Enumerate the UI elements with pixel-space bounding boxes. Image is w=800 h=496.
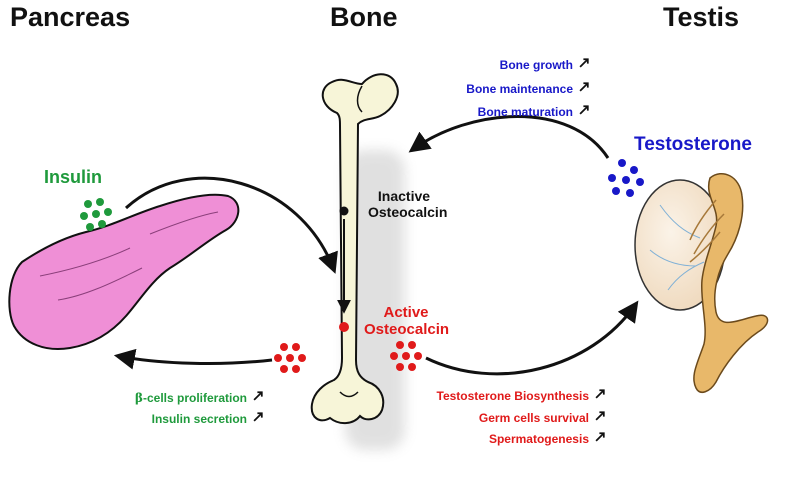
bone-effects-list: Bone growth Bone maintenance Bone matura… — [420, 54, 590, 125]
testosterone-label: Testosterone — [634, 134, 752, 155]
bone-to-pancreas-arrow — [113, 348, 273, 370]
up-right-arrow-icon — [579, 105, 589, 115]
up-right-arrow-icon — [579, 81, 589, 92]
up-right-arrow-icon — [595, 432, 605, 442]
testis-effect-item: Spermatogenesis — [426, 429, 606, 451]
bone-effect-item: Bone maintenance — [420, 78, 590, 102]
pancreas-heading: Pancreas — [10, 2, 131, 32]
inactive-osteocalcin-label: Inactive Osteocalcin — [368, 188, 448, 220]
up-right-arrow-icon — [253, 412, 263, 422]
up-right-arrow-icon — [595, 410, 605, 421]
inactive-label-line1: Inactive — [377, 188, 431, 204]
pancreas-effect-text: Insulin secretion — [151, 412, 247, 426]
testis-to-bone-arrow — [408, 115, 610, 159]
up-right-arrow-icon — [579, 58, 589, 68]
pancreas-organ — [8, 193, 240, 350]
pancreas-effects-list: β-cells proliferation Insulin secretion — [94, 388, 264, 430]
pancreas-effect-text: -cells proliferation — [142, 391, 247, 405]
active-label-line2: Osteocalcin — [364, 321, 450, 338]
testis-organ — [634, 173, 769, 393]
pancreas-effect-item: β-cells proliferation — [94, 388, 264, 409]
testis-effect-text: Germ cells survival — [478, 410, 589, 425]
pancreas-effect-item: Insulin secretion — [94, 409, 264, 430]
bone-effect-item: Bone growth — [420, 54, 590, 78]
testis-heading: Testis — [663, 2, 740, 32]
bone-femur — [310, 73, 399, 424]
active-label-line1: Active — [383, 304, 429, 321]
up-right-arrow-icon — [253, 391, 263, 401]
inactive-label-line2: Osteocalcin — [368, 204, 448, 220]
insulin-dots — [80, 198, 112, 231]
bone-heading: Bone — [330, 2, 398, 32]
bone-to-testis-arrow — [425, 300, 639, 376]
beta-symbol: β — [135, 391, 143, 405]
insulin-label: Insulin — [44, 167, 102, 187]
active-osteocalcin-label: Active Osteocalcin — [364, 304, 450, 338]
testis-effect-text: Spermatogenesis — [488, 432, 589, 446]
bone-effect-text: Bone growth — [499, 58, 573, 72]
osteocalcin-dots-right — [390, 341, 422, 371]
bone-effect-text: Bone maintenance — [466, 81, 573, 96]
bone-effect-item: Bone maturation — [420, 101, 590, 125]
testosterone-dots — [608, 159, 644, 197]
inactive-osteocalcin-dot — [339, 206, 349, 216]
active-osteocalcin-dot — [339, 322, 349, 332]
bone-effect-text: Bone maturation — [477, 105, 573, 119]
osteocalcin-dots-left — [274, 343, 306, 373]
testis-effects-list: Testosterone Biosynthesis Germ cells sur… — [426, 386, 606, 451]
up-right-arrow-icon — [595, 389, 605, 399]
testis-effect-item: Testosterone Biosynthesis — [426, 386, 606, 408]
testis-effect-text: Testosterone Biosynthesis — [436, 389, 589, 403]
testis-effect-item: Germ cells survival — [426, 408, 606, 430]
insulin-to-bone-arrow — [124, 176, 338, 274]
